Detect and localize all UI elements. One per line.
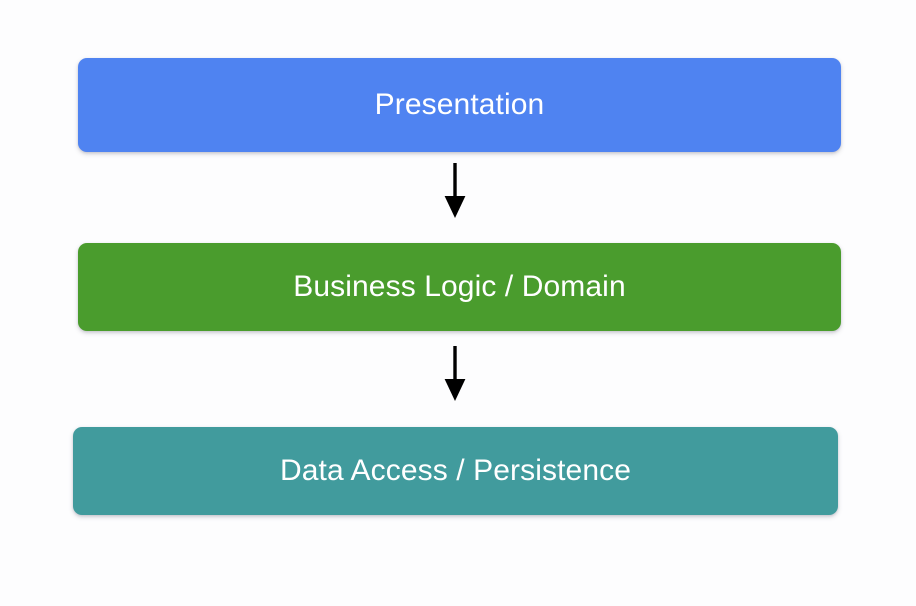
arrow-down-icon bbox=[444, 163, 466, 218]
layer-box-presentation[interactable]: Presentation bbox=[78, 58, 841, 152]
layer-box-data-access[interactable]: Data Access / Persistence bbox=[73, 427, 838, 515]
arrow-head bbox=[444, 379, 466, 401]
arrow-head bbox=[444, 196, 466, 218]
arrow-down-icon bbox=[444, 346, 466, 401]
connector-arrow-presentation-to-business bbox=[434, 160, 476, 222]
layer-label-data-access: Data Access / Persistence bbox=[280, 454, 631, 487]
layer-box-business-logic[interactable]: Business Logic / Domain bbox=[78, 243, 841, 331]
layer-label-presentation: Presentation bbox=[374, 88, 545, 121]
connector-arrow-business-to-data bbox=[434, 343, 476, 405]
layer-label-business-logic: Business Logic / Domain bbox=[293, 270, 626, 303]
